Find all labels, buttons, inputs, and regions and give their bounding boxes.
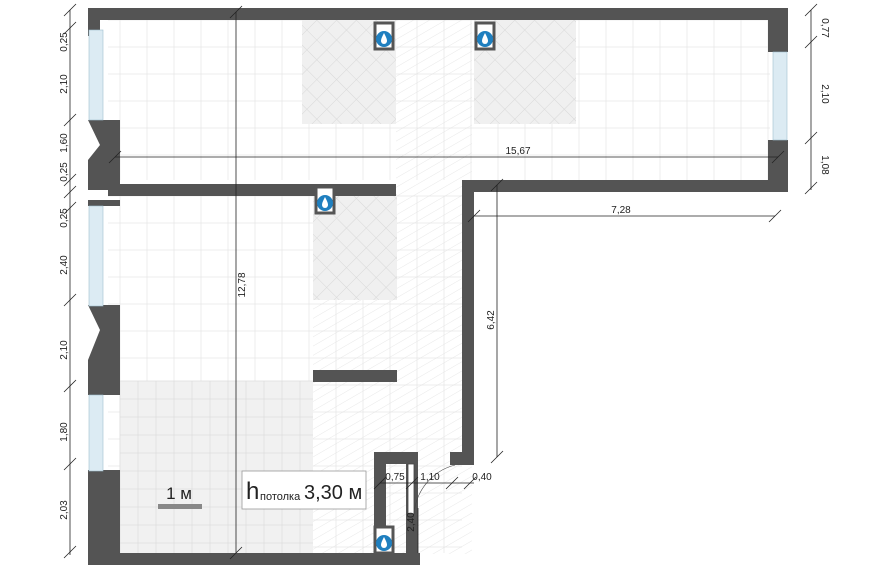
dim-total-height: 12,78 [237, 272, 248, 297]
corridor-floor [396, 20, 472, 188]
dim-top-width: 15,67 [505, 146, 530, 157]
dim-right-width: 7,28 [611, 205, 631, 216]
dim-left-9: 2,03 [59, 500, 70, 520]
dimension-labels: 0,25 2,10 1,60 0,25 0,25 2,40 2,10 1,80 … [59, 18, 830, 531]
dim-left-2: 2,10 [59, 74, 70, 94]
dim-right-height: 6,42 [486, 310, 497, 330]
dimension-lines [63, 3, 818, 560]
dim-left-8: 1,80 [59, 422, 70, 442]
dim-left-7: 2,10 [59, 340, 70, 360]
dim-right-2: 2,10 [819, 84, 830, 104]
dim-bottom-4: 2,40 [406, 512, 417, 532]
dim-left-6: 2,40 [59, 255, 70, 275]
windows [88, 29, 788, 472]
dim-bottom-1: 0,75 [385, 472, 405, 483]
ceiling-label-h: h [246, 478, 259, 505]
dim-left-5: 0,25 [59, 208, 70, 228]
dim-left-1: 0,25 [59, 32, 70, 52]
water-drop-icon [373, 525, 395, 555]
water-drop-icon [474, 21, 496, 51]
dim-bottom-2: 1,10 [420, 472, 440, 483]
ceiling-value: 3,30 м [304, 482, 362, 504]
dim-left-4: 0,25 [59, 162, 70, 182]
dim-left-3: 1,60 [59, 133, 70, 153]
ceiling-label-sub: потолка [260, 491, 301, 503]
tiled-floor [120, 381, 313, 553]
water-drop-icon [314, 185, 336, 215]
ceiling-height-box: h потолка 3,30 м [241, 470, 367, 510]
dim-right-3: 1,08 [819, 155, 830, 175]
dim-bottom-3: 0,40 [472, 472, 492, 483]
scale-label: 1 м [166, 484, 192, 503]
scale-bar: 1 м [158, 484, 202, 509]
dim-right-1: 0,77 [819, 18, 830, 38]
water-drop-icon [373, 21, 395, 51]
